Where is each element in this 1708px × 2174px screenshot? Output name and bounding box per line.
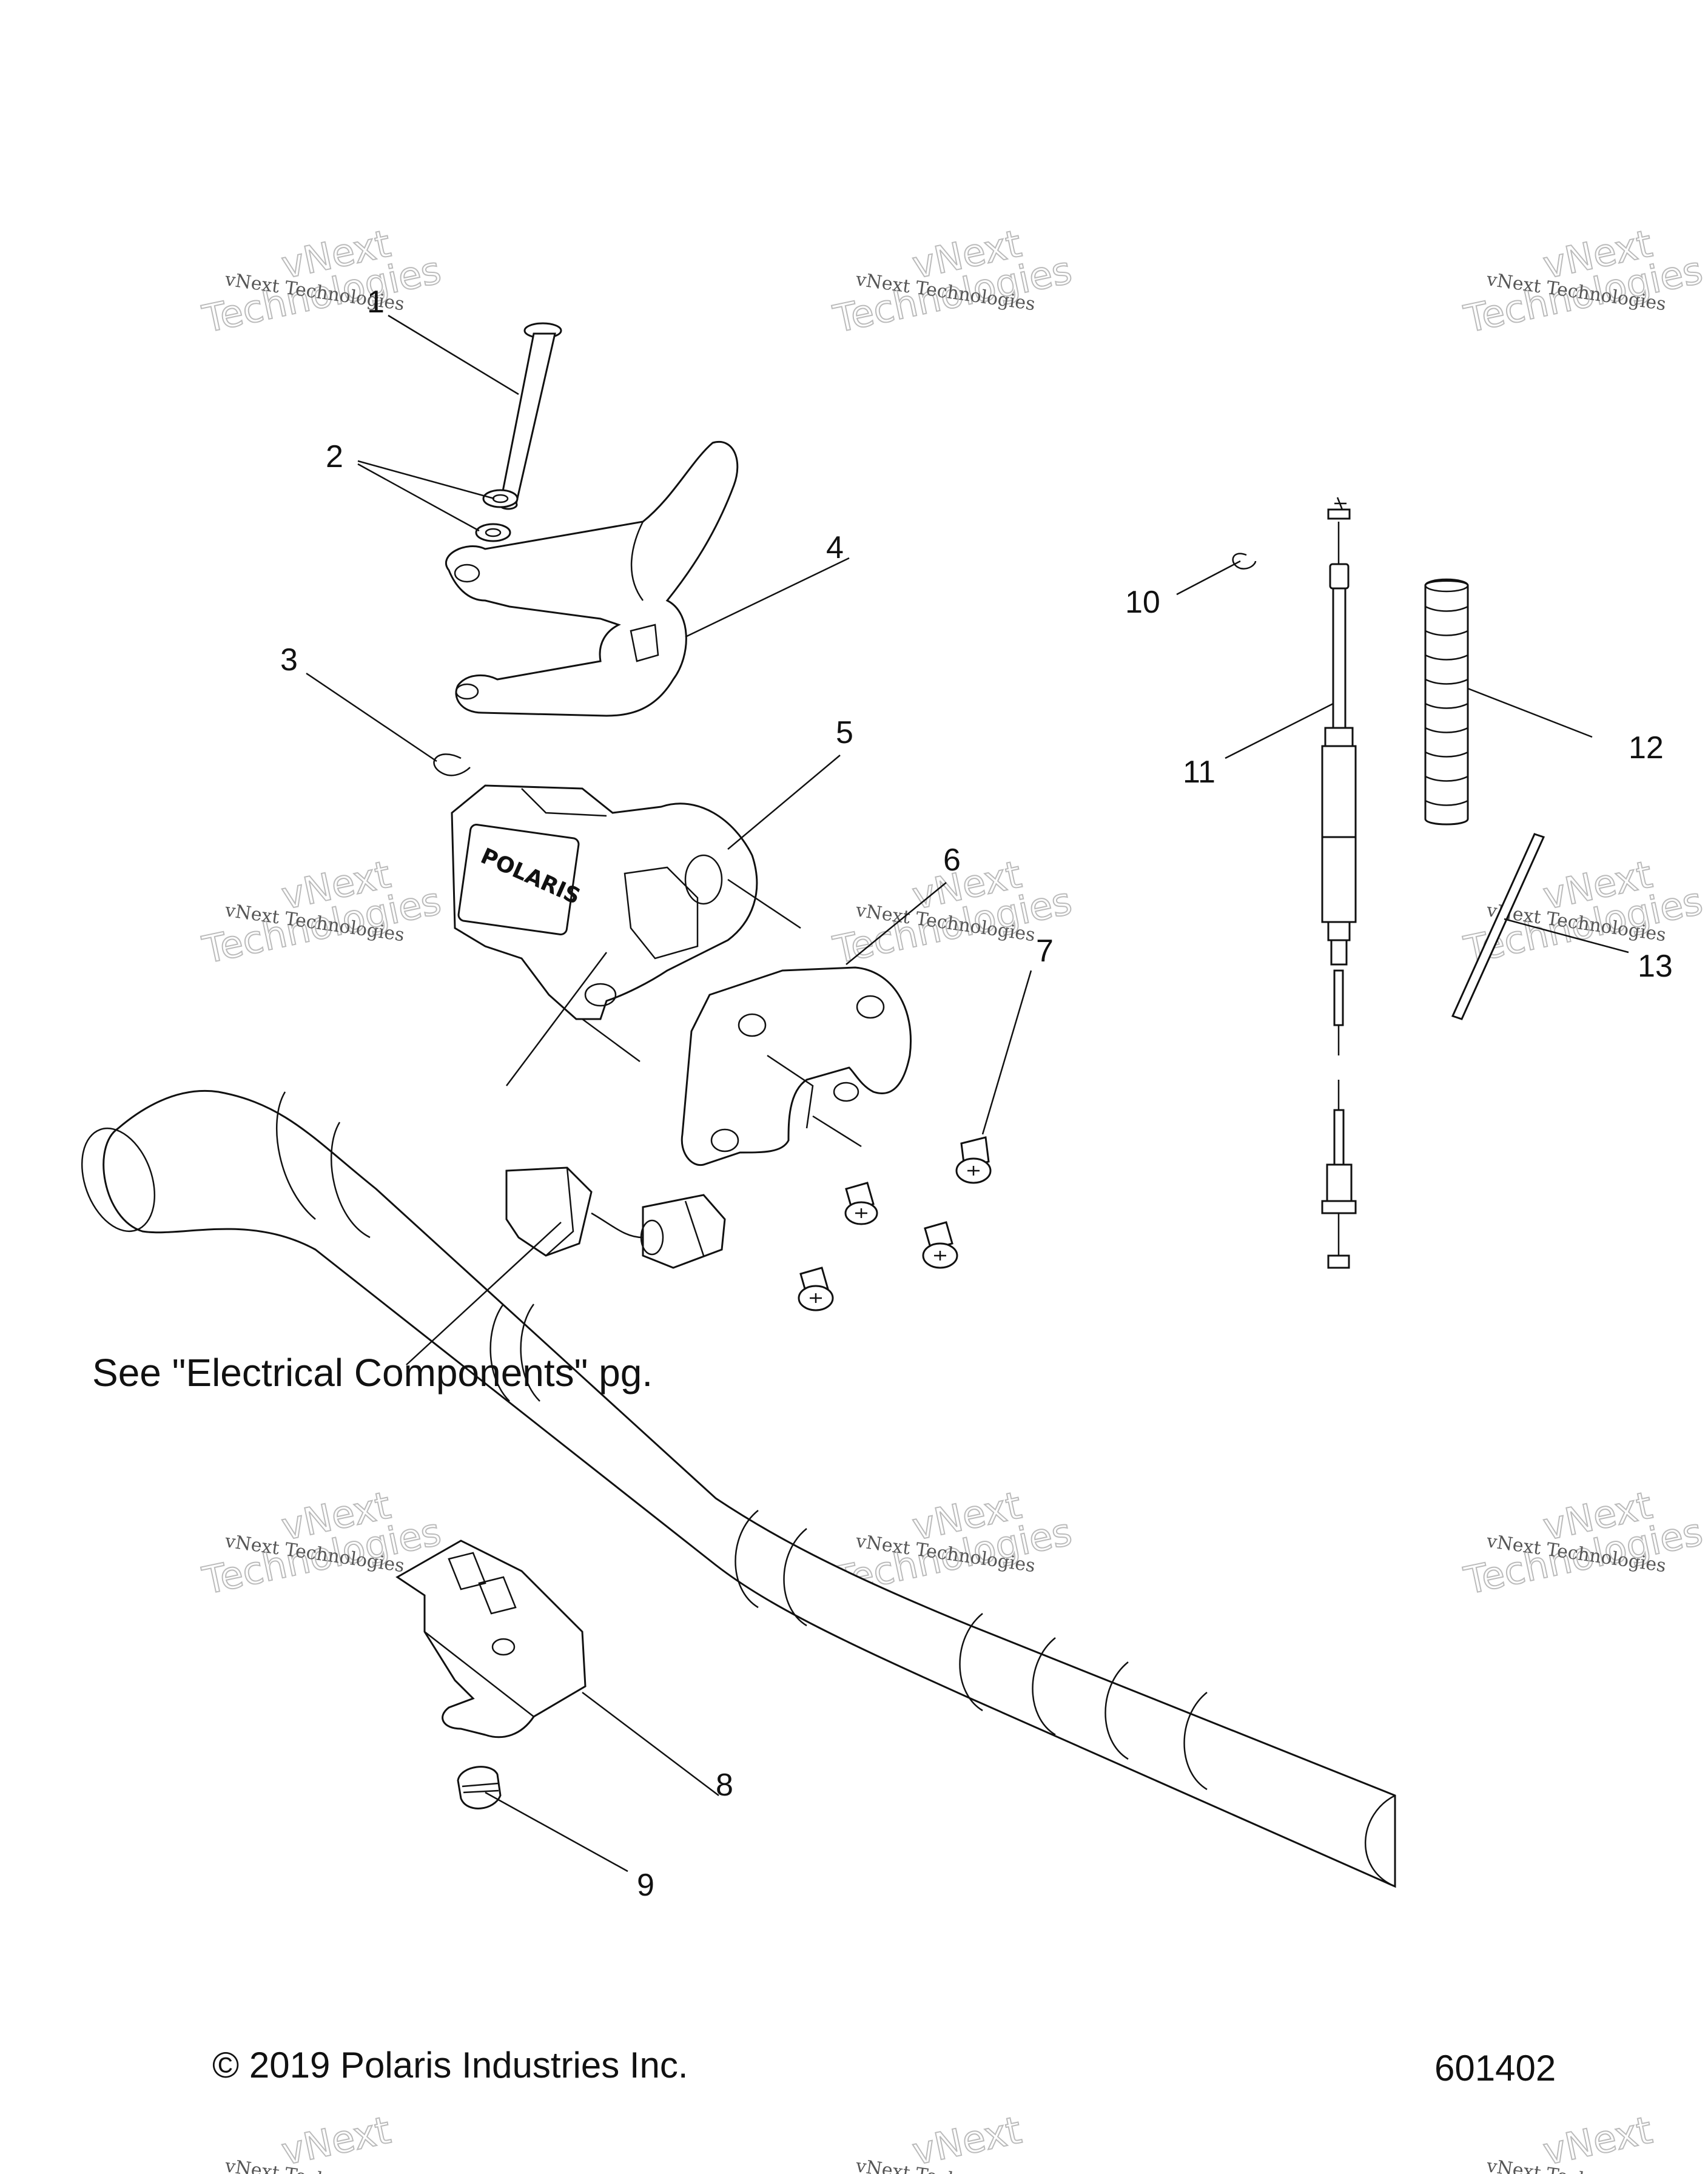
cover-plate <box>681 966 912 1166</box>
set-screw <box>457 1766 502 1809</box>
watermark: Technologies vNext vNext Technologies <box>1460 221 1707 342</box>
callout-12: 12 <box>1629 730 1664 766</box>
copyright: © 2019 Polaris Industries Inc. <box>212 2045 688 2085</box>
connector <box>505 1166 726 1269</box>
callout-10: 10 <box>1125 585 1160 620</box>
screw <box>922 1221 958 1269</box>
callout-9: 9 <box>637 1868 654 1903</box>
callout-8: 8 <box>716 1768 733 1803</box>
watermark: vNext vNext Technologies <box>223 2107 406 2174</box>
pin <box>499 322 562 510</box>
lever-bracket <box>445 441 739 717</box>
screws <box>798 1136 992 1311</box>
callout-4: 4 <box>826 530 844 565</box>
callout-1: 1 <box>367 284 385 320</box>
handlebar <box>81 1090 1396 1888</box>
watermark: Technologies vNext vNext Technologies <box>829 221 1077 342</box>
grip-sleeve <box>1424 578 1469 826</box>
leader-lines <box>306 314 1629 1873</box>
electrical-note: See "Electrical Components" pg. <box>92 1351 653 1395</box>
callout-2: 2 <box>326 439 343 474</box>
callout-7: 7 <box>1036 934 1054 969</box>
e-clip <box>433 753 471 776</box>
watermark-group: Technologies vNext vNext Technologies Te… <box>198 221 1707 2174</box>
callout-3: 3 <box>280 642 298 678</box>
rod <box>1451 833 1545 1020</box>
screw <box>844 1182 878 1225</box>
control-housing: POLARIS <box>451 784 758 1020</box>
mount-clamp <box>395 1540 587 1738</box>
washers <box>475 489 519 542</box>
watermark: Technologies vNext vNext Technologies <box>1460 1482 1707 1604</box>
svg-text:vNext: vNext <box>1539 2108 1656 2174</box>
diagram-number: 601402 <box>1434 2048 1556 2088</box>
watermark: Technologies vNext vNext Technologies <box>198 221 446 342</box>
screw <box>798 1267 834 1311</box>
svg-text:vNext: vNext <box>278 2108 394 2174</box>
watermark: vNext vNext Technologies <box>854 2107 1037 2174</box>
svg-text:vNext: vNext <box>909 2108 1025 2174</box>
callout-13: 13 <box>1638 949 1673 984</box>
callout-6: 6 <box>943 843 961 878</box>
small-clip <box>1232 553 1257 570</box>
throttle-cable <box>1321 497 1357 1269</box>
callout-5: 5 <box>836 715 853 750</box>
callout-labels: 1 2 3 4 5 6 7 8 9 10 11 12 13 <box>280 284 1673 1903</box>
watermark: vNext vNext Technologies <box>1485 2107 1667 2174</box>
watermark: Technologies vNext vNext Technologies <box>198 852 446 973</box>
callout-11: 11 <box>1183 755 1215 790</box>
screw <box>955 1136 992 1184</box>
